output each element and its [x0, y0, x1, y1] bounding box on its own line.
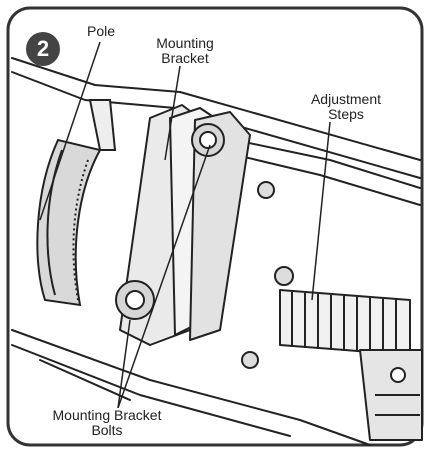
mounting-bracket-label-line2: Bracket: [161, 50, 209, 66]
adjustment-steps-label: Adjustment Steps: [300, 92, 392, 122]
panel-border: [6, 6, 424, 447]
pole-label: Pole: [86, 23, 117, 39]
mounting-bracket-label: Mounting Bracket: [144, 36, 226, 66]
mounting-bracket-bolts-label-line1: Mounting Bracket: [52, 407, 162, 423]
mounting-bracket-label-line1: Mounting: [156, 35, 214, 51]
pole-shape: [36, 99, 117, 307]
housing-outline: [11, 57, 421, 446]
adjustment-steps-label-line1: Adjustment: [310, 91, 382, 107]
mounting-bracket-shape: [119, 104, 251, 346]
mounting-bracket-bolts-label-line2: Bolts: [91, 422, 123, 438]
adjustment-steps-shape: [241, 181, 411, 369]
terminal-block-shape: [359, 349, 423, 441]
leader-lines: [39, 41, 331, 409]
step-number-badge: 2: [26, 32, 60, 66]
bolt-shapes: [115, 123, 225, 320]
adjustment-steps-label-line2: Steps: [328, 106, 364, 122]
mounting-bracket-bolts-label: Mounting Bracket Bolts: [36, 408, 178, 438]
